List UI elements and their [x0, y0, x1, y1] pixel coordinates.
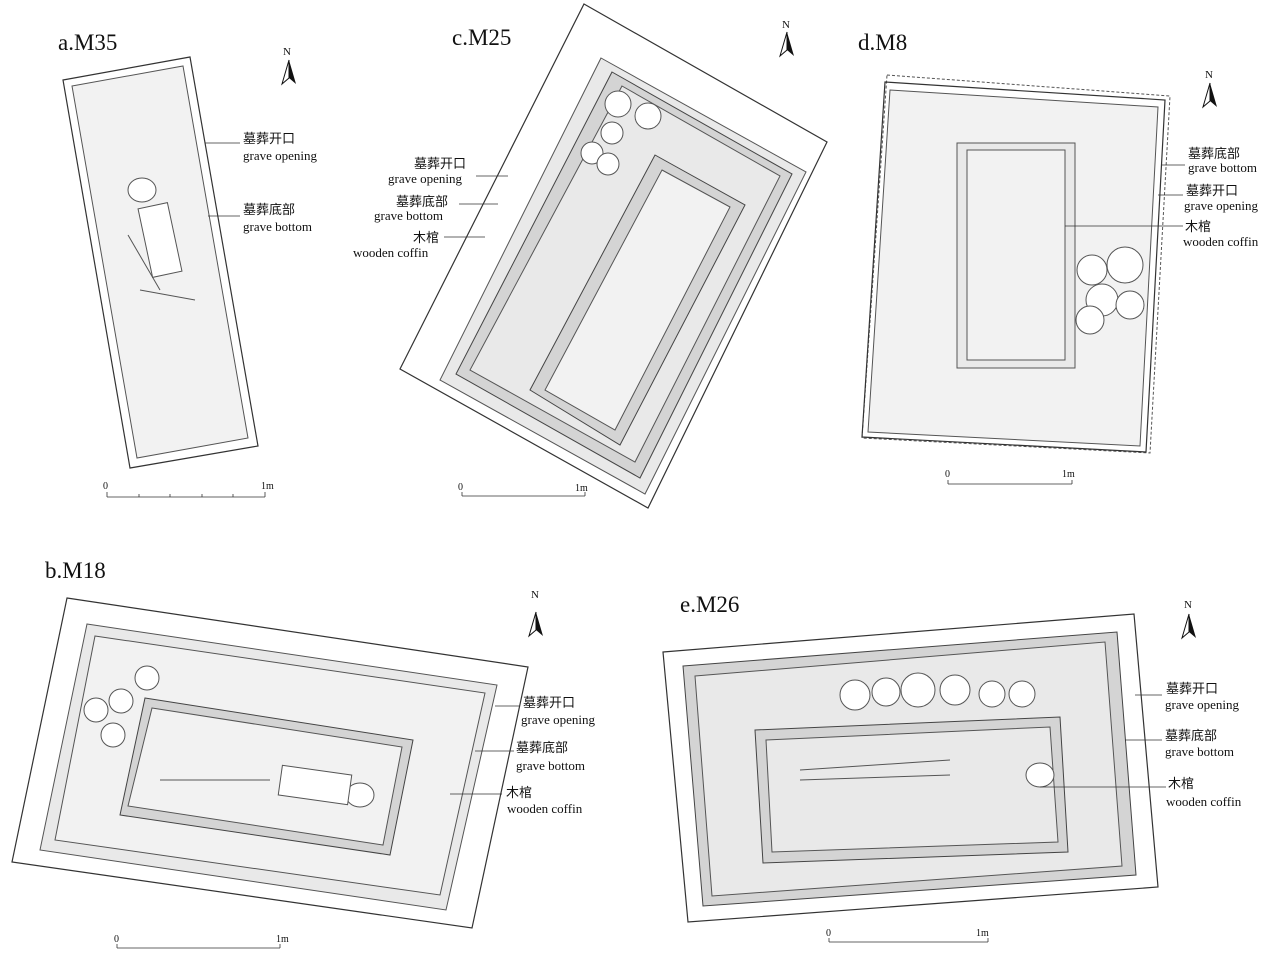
label-text: 木棺	[1168, 776, 1194, 791]
panel-a-m35: a.M35 N 墓葬开口 grave opening 墓葬底部 grave bo…	[58, 30, 318, 498]
label-text: 墓葬开口	[414, 156, 466, 171]
panel-title: c.M25	[452, 25, 511, 50]
label-text: N	[1184, 599, 1192, 611]
label-text: 1m	[1062, 469, 1075, 480]
north-arrow-icon: N	[1181, 599, 1197, 639]
label-en: grave bottom	[243, 219, 312, 234]
scale-bar: 0 1m	[103, 481, 274, 498]
skeleton	[799, 759, 1055, 788]
label-text: 1m	[976, 928, 989, 939]
label-text: 1m	[261, 481, 274, 492]
scale-bar: 0 1m	[945, 469, 1075, 485]
label-text: grave opening	[388, 171, 463, 186]
label-text: 墓葬底部	[1188, 146, 1240, 161]
label-cn: 墓葬底部	[243, 202, 295, 217]
panel-b-m18: b.M18 N 墓葬开口 grave opening 墓葬底部 grave bo…	[11, 558, 596, 949]
grave-goods	[1075, 246, 1145, 335]
label-text: 墓葬底部	[396, 194, 448, 209]
label-text: 1m	[276, 934, 289, 945]
label-text: 墓葬底部	[1165, 728, 1217, 743]
skeleton	[127, 177, 196, 301]
grave-opening-outline	[11, 597, 529, 929]
north-arrow-icon: N	[1202, 69, 1218, 108]
label-text: 木棺	[1185, 219, 1211, 234]
panel-e-m26: e.M26 N 墓葬开口 grave opening 墓葬底部 grave bo…	[662, 592, 1242, 943]
panel-title: e.M26	[680, 592, 739, 617]
label-text: grave opening	[1184, 198, 1259, 213]
scale-bar: 0 1m	[458, 482, 588, 497]
north-arrow-icon: N	[779, 19, 795, 57]
label-text: 0	[945, 469, 950, 480]
label-text: wooden coffin	[507, 801, 583, 816]
grave-opening-outline	[62, 56, 259, 469]
panel-title: d.M8	[858, 30, 907, 55]
label-text: wooden coffin	[353, 245, 429, 260]
label-text: grave bottom	[1188, 160, 1257, 175]
label-text: 木棺	[506, 785, 532, 800]
label-text: N	[531, 589, 539, 601]
grave-goods	[839, 672, 1036, 711]
label-en: grave opening	[243, 148, 318, 163]
scale-bar: 0 1m	[114, 934, 289, 949]
label-text: grave bottom	[1165, 744, 1234, 759]
label-text: N	[1205, 69, 1213, 81]
north-arrow-icon: N	[281, 46, 297, 85]
grave-goods	[83, 665, 160, 748]
label-text: grave opening	[521, 712, 596, 727]
scale-bar: 0 1m	[826, 928, 989, 943]
label-text: 墓葬底部	[516, 740, 568, 755]
label-text: grave bottom	[516, 758, 585, 773]
label-text: 墓葬开口	[1166, 681, 1218, 696]
label-text: 1m	[575, 483, 588, 494]
skeleton	[160, 764, 375, 808]
grave-opening-outline	[861, 81, 1166, 453]
label-text: 0	[114, 934, 119, 945]
panel-title: a.M35	[58, 30, 117, 55]
north-arrow-icon: N	[528, 589, 544, 637]
label-cn: 墓葬开口	[243, 131, 295, 146]
label-text: grave bottom	[374, 208, 443, 223]
panel-title: b.M18	[45, 558, 106, 583]
label-text: wooden coffin	[1166, 794, 1242, 809]
panel-d-m8: d.M8 N 墓葬底部 grave bottom 墓葬开口 grave open…	[858, 30, 1259, 485]
label-text: 0	[103, 481, 108, 492]
grave-goods	[580, 90, 662, 176]
grave-opening-outline	[662, 613, 1159, 923]
label-text: 墓葬开口	[523, 695, 575, 710]
label-text: grave opening	[1165, 697, 1240, 712]
label-text: N	[283, 46, 291, 58]
panel-c-m25: c.M25 N 墓葬开口 grave opening 墓葬底部 grave bo…	[353, 3, 828, 509]
grave-opening-outline	[399, 3, 828, 509]
label-text: 0	[458, 482, 463, 493]
label-text: wooden coffin	[1183, 234, 1259, 249]
label-text: N	[782, 19, 790, 31]
label-text: 木棺	[413, 230, 439, 245]
label-text: 0	[826, 928, 831, 939]
label-text: 墓葬开口	[1186, 183, 1238, 198]
